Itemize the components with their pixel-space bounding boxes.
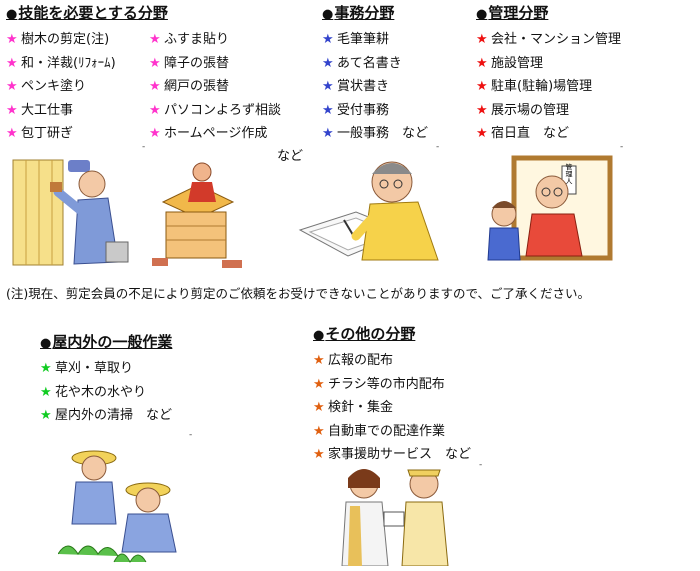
delivery-illustration xyxy=(341,469,449,566)
bullet-icon: ● xyxy=(322,7,334,22)
carpenter-illustration xyxy=(152,162,242,268)
list-item: ★広報の配布 xyxy=(313,349,471,373)
list-item: ★一般事務 など xyxy=(322,122,428,146)
bullet-icon: ● xyxy=(6,7,18,22)
star-icon: ★ xyxy=(476,102,488,118)
tick-mark: - xyxy=(142,142,146,152)
section-title-skills: ●技能を必要とする分野 xyxy=(6,4,168,22)
list-item: ★網戸の張替 xyxy=(149,75,281,99)
section-title-office: ●事務分野 xyxy=(322,4,395,22)
painter-illustration xyxy=(12,159,129,266)
bullet-icon: ● xyxy=(40,336,52,351)
management-list: ★会社・マンション管理 ★施設管理 ★駐車(駐輪)場管理 ★展示場の管理 ★宿日… xyxy=(476,28,621,146)
list-item: ★包丁研ぎ xyxy=(6,122,116,146)
list-item: ★毛筆筆耕 xyxy=(322,28,428,52)
list-item: ★ふすま貼り xyxy=(149,28,281,52)
list-item: ★会社・マンション管理 xyxy=(476,28,621,52)
general-list: ★草刈・草取り ★花や木の水やり ★屋内外の清掃 など xyxy=(40,357,172,428)
list-item: ★ホームページ作成 xyxy=(149,122,281,146)
list-item: ★賞状書き xyxy=(322,75,428,99)
star-icon: ★ xyxy=(6,126,18,141)
list-item: ★花や木の水やり xyxy=(40,381,172,405)
list-item: ★あて名書き xyxy=(322,52,428,76)
list-item: ★草刈・草取り xyxy=(40,357,172,381)
list-item: ★大工仕事 xyxy=(6,99,116,123)
other-list: ★広報の配布 ★チラシ等の市内配布 ★検針・集金 ★自動車での配達作業 ★家事援… xyxy=(313,349,471,467)
star-icon: ★ xyxy=(149,32,161,47)
star-icon: ★ xyxy=(322,126,334,141)
list-item: ★屋内外の清掃 など xyxy=(40,404,172,428)
office-section: ●事務分野 ★毛筆筆耕 ★あて名書き ★賞状書き ★受付事務 ★一般事務 など xyxy=(322,4,428,146)
other-section: ●その他の分野 ★広報の配布 ★チラシ等の市内配布 ★検針・集金 ★自動車での配… xyxy=(313,325,471,467)
list-item: ★自動車での配達作業 xyxy=(313,420,471,444)
bullet-icon: ● xyxy=(476,7,488,22)
skills-list-col2: ★ふすま貼り ★障子の張替 ★網戸の張替 ★パソコンよろず相談 ★ホームページ作… xyxy=(149,28,281,146)
section-title-general: ●屋内外の一般作業 xyxy=(40,333,173,351)
section-title-management: ●管理分野 xyxy=(476,4,549,22)
list-item: ★家事援助サービス など xyxy=(313,443,471,467)
star-icon: ★ xyxy=(322,32,334,47)
list-item: ★和・洋裁(ﾘﾌｫｰﾑ) xyxy=(6,52,116,76)
note-text: (注)現在、剪定会員の不足により剪定のご依頼をお受けできないことがありますので、… xyxy=(6,286,591,301)
list-item: ★施設管理 xyxy=(476,52,621,76)
tick-mark: - xyxy=(436,142,440,152)
star-icon: ★ xyxy=(149,126,161,141)
tick-mark: - xyxy=(620,142,624,152)
skills-list-col1: ★樹木の剪定(注) ★和・洋裁(ﾘﾌｫｰﾑ) ★ペンキ塗り ★大工仕事 ★包丁研… xyxy=(6,28,116,146)
list-item: ★受付事務 xyxy=(322,99,428,123)
management-section: ●管理分野 ★会社・マンション管理 ★施設管理 ★駐車(駐輪)場管理 ★展示場の… xyxy=(476,4,621,146)
star-icon: ★ xyxy=(313,400,325,415)
star-icon: ★ xyxy=(322,55,334,71)
manager-illustration: 管理人 xyxy=(487,155,613,261)
star-icon: ★ xyxy=(6,32,18,47)
star-icon: ★ xyxy=(313,353,325,368)
star-icon: ★ xyxy=(40,384,52,400)
star-icon: ★ xyxy=(149,55,161,71)
star-icon: ★ xyxy=(6,55,18,71)
star-icon: ★ xyxy=(476,126,488,141)
star-icon: ★ xyxy=(313,376,325,392)
star-icon: ★ xyxy=(322,79,334,94)
list-item: ★駐車(駐輪)場管理 xyxy=(476,75,621,99)
bullet-icon: ● xyxy=(313,328,325,343)
skills-section: ●技能を必要とする分野 ★樹木の剪定(注) ★和・洋裁(ﾘﾌｫｰﾑ) ★ペンキ塗… xyxy=(6,4,281,141)
star-icon: ★ xyxy=(322,102,334,118)
star-icon: ★ xyxy=(40,408,52,423)
list-item: ★ペンキ塗り xyxy=(6,75,116,99)
list-item: ★チラシ等の市内配布 xyxy=(313,373,471,397)
tick-mark: - xyxy=(189,430,193,440)
section-title-other: ●その他の分野 xyxy=(313,325,416,343)
star-icon: ★ xyxy=(40,361,52,376)
office-list: ★毛筆筆耕 ★あて名書き ★賞状書き ★受付事務 ★一般事務 など xyxy=(322,28,428,146)
list-item: ★障子の張替 xyxy=(149,52,281,76)
star-icon: ★ xyxy=(313,447,325,462)
calligrapher-illustration xyxy=(298,161,439,261)
list-item: ★パソコンよろず相談 xyxy=(149,99,281,123)
star-icon: ★ xyxy=(476,32,488,47)
list-item: ★展示場の管理 xyxy=(476,99,621,123)
star-icon: ★ xyxy=(313,423,325,439)
general-section: ●屋内外の一般作業 ★草刈・草取り ★花や木の水やり ★屋内外の清掃 など xyxy=(40,333,172,428)
star-icon: ★ xyxy=(149,79,161,94)
star-icon: ★ xyxy=(149,102,161,118)
star-icon: ★ xyxy=(6,102,18,118)
skills-etc: など xyxy=(277,149,304,164)
star-icon: ★ xyxy=(476,55,488,71)
tick-mark: - xyxy=(479,460,483,470)
list-item: ★検針・集金 xyxy=(313,396,471,420)
star-icon: ★ xyxy=(476,79,488,94)
gardeners-illustration xyxy=(58,450,177,564)
manager-sign-text: 管理人 xyxy=(565,163,573,185)
list-item: ★樹木の剪定(注) xyxy=(6,28,116,52)
list-item: ★宿日直 など xyxy=(476,122,621,146)
star-icon: ★ xyxy=(6,79,18,94)
